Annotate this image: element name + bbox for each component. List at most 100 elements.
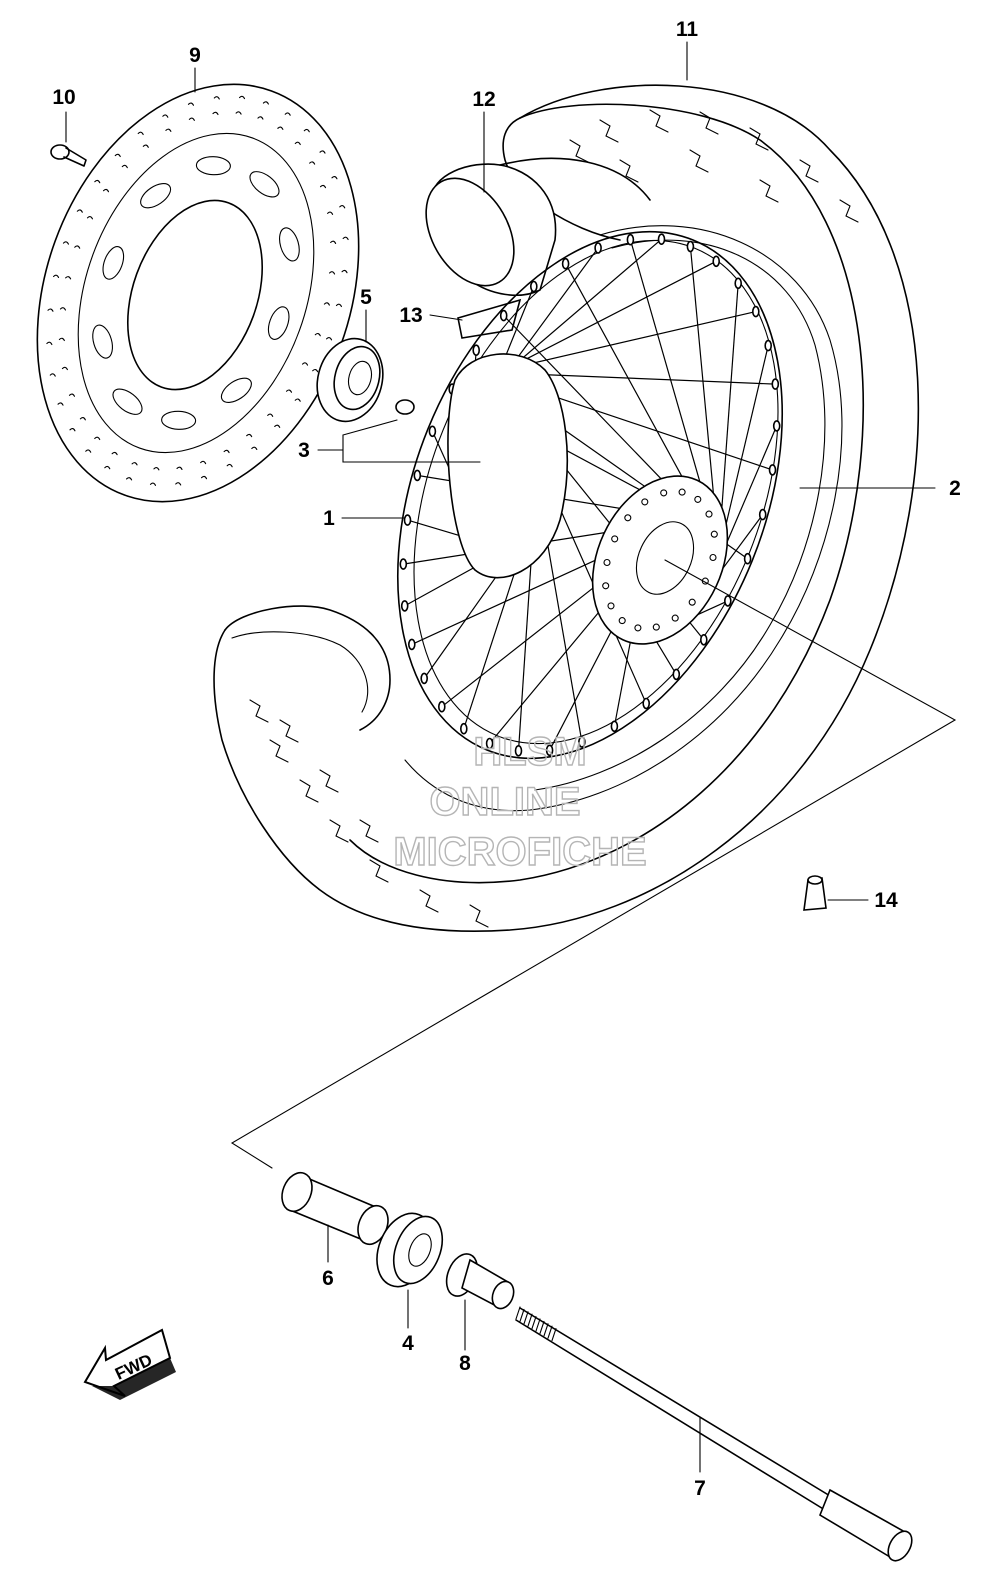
disc-hole (331, 175, 338, 180)
spoke-nipple-end (413, 469, 422, 482)
spoke (515, 372, 776, 385)
disc-hole (69, 428, 76, 432)
disc-hole (76, 209, 83, 213)
watermark: HLSM ONLINE MICROFICHE (393, 729, 648, 874)
tread-mark (469, 904, 489, 928)
hub-hole (611, 535, 619, 543)
tread-mark (599, 119, 619, 143)
spoke-nipple-end (407, 638, 416, 651)
hub-hole (671, 614, 679, 622)
inner-tube (425, 157, 651, 296)
hub-hole (634, 624, 642, 632)
spoke-nipple-end (594, 242, 602, 254)
disc-hole (294, 398, 301, 402)
hub-hole (641, 498, 649, 506)
callout-6: 6 (322, 1267, 334, 1290)
disc-hole (251, 446, 258, 451)
spoke-nipple-end (437, 700, 446, 713)
spoke-nipple-end (472, 344, 481, 357)
watermark-line2: ONLINE (429, 780, 580, 824)
disc-hole (86, 216, 94, 220)
tread-mark (319, 769, 339, 793)
disc-hole (142, 144, 149, 148)
callout-10: 10 (52, 86, 75, 109)
spoke (441, 581, 601, 708)
callout-9: 9 (189, 44, 201, 67)
hub-hole (618, 617, 626, 625)
disc-hole (47, 308, 54, 312)
disc-slot (112, 388, 143, 415)
tread-mark (619, 159, 639, 183)
disc-hole (303, 128, 310, 133)
disc-hole (309, 161, 316, 165)
callout-7: 7 (694, 1477, 706, 1500)
spoke-nipple-end (399, 558, 408, 570)
disc-hole (323, 302, 330, 306)
tread-mark (329, 819, 349, 843)
upper-bearing (316, 337, 384, 423)
disc-hole (314, 332, 321, 337)
spoke (629, 239, 705, 498)
hub-hole (705, 510, 713, 518)
tread-mark (269, 739, 289, 763)
spoke-nipple-end (642, 697, 651, 710)
thread-line (515, 1306, 521, 1320)
callout-14: 14 (874, 889, 898, 912)
hub-hole (607, 602, 615, 610)
disc-hole (165, 128, 172, 132)
valve-cap (803, 875, 827, 911)
tread-mark (699, 111, 719, 135)
disc-hole (238, 95, 246, 100)
disc-hole (94, 436, 101, 441)
spoke-nipple-end (657, 233, 666, 245)
disc-hole (330, 240, 337, 245)
callout-4: 4 (402, 1332, 414, 1355)
callout-12: 12 (472, 88, 495, 111)
disc-hole (65, 276, 72, 280)
callout-5: 5 (360, 286, 372, 309)
leader-lines (65, 41, 957, 1473)
spoke (503, 315, 669, 487)
hub-hole (710, 530, 718, 538)
tread-mark (369, 859, 389, 883)
hub-hole (624, 514, 632, 522)
callout-3: 3 (298, 439, 310, 462)
disc-hole (53, 274, 60, 279)
disc-hole (188, 117, 195, 121)
spoke-nipple (395, 399, 415, 415)
disc-hole (200, 460, 207, 465)
thread-line (535, 1318, 541, 1332)
disc-hole (319, 150, 326, 154)
tread-mark (649, 109, 669, 133)
disc-hole (68, 393, 76, 397)
spoke-nipple-end (420, 672, 429, 685)
disc-hole (85, 449, 92, 453)
spoke-nipple-end (772, 420, 781, 432)
disc-hole (59, 307, 66, 311)
spoke-nipple-end (485, 737, 494, 750)
spoke (501, 311, 756, 371)
spoke (613, 632, 633, 727)
spoke-nipple-end (672, 668, 681, 681)
spoke (528, 387, 773, 471)
disc-slot (279, 227, 300, 262)
disc-hole (162, 114, 169, 118)
spoke-nipple-end (514, 744, 523, 757)
tread-mark (419, 889, 439, 913)
spoke-nipple-end (751, 305, 760, 318)
thread-line (543, 1323, 549, 1337)
spoke (517, 532, 534, 751)
hub-hole (660, 489, 668, 497)
disc-hole (285, 389, 293, 393)
hub-hole (694, 495, 702, 503)
spoke-nipple-end (758, 508, 767, 521)
tread-mark (799, 159, 819, 183)
disc-hole (131, 462, 138, 466)
disc-hole (114, 153, 121, 158)
spoke (719, 283, 739, 538)
disc-hole (94, 179, 101, 184)
disc-hole (284, 112, 291, 116)
callout-1: 1 (323, 507, 335, 530)
disc-hole (341, 269, 348, 274)
